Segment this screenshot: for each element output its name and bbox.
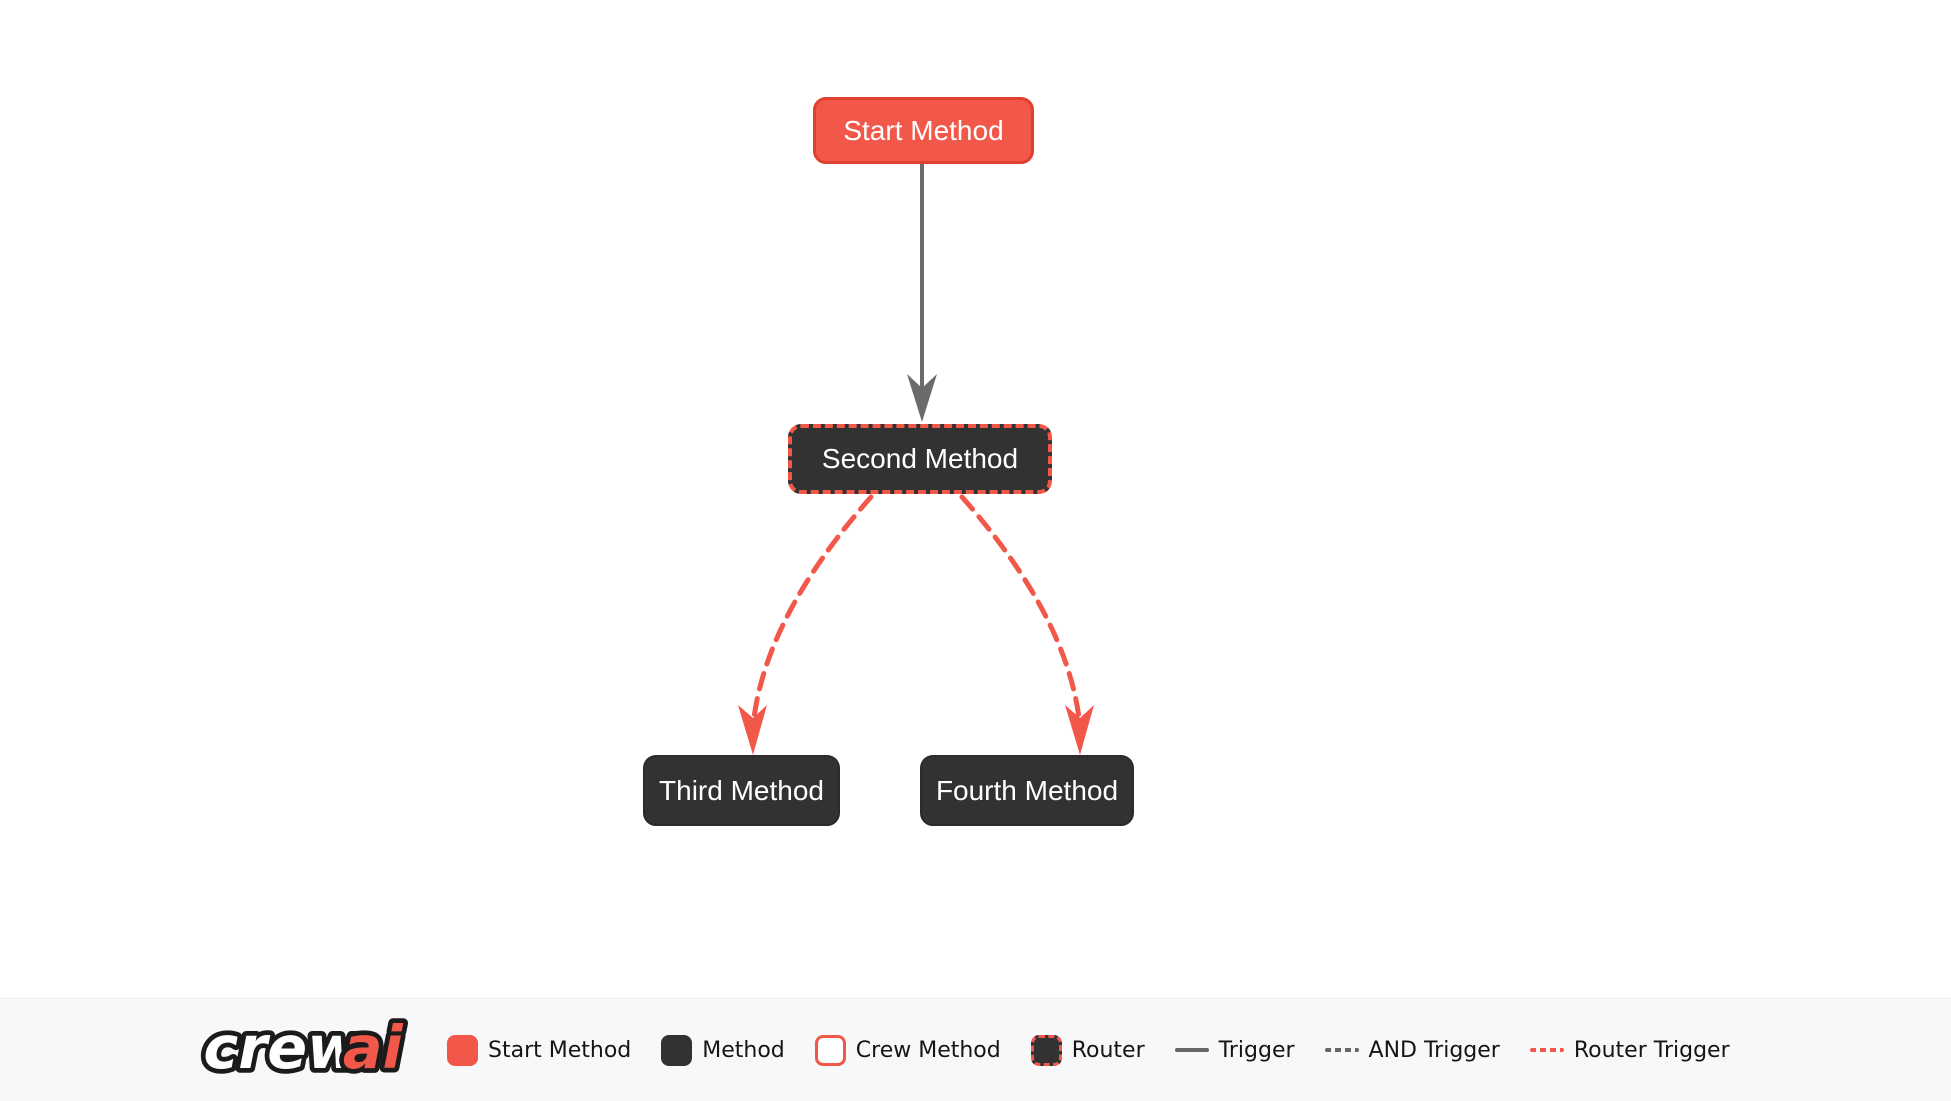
method-swatch-icon [661, 1034, 693, 1066]
start-method-swatch-icon [447, 1034, 478, 1066]
crewai-logo-ai-text: ai [343, 1013, 404, 1082]
legend-item-router-trigger: Router Trigger [1529, 1037, 1730, 1063]
legend-label-trigger: Trigger [1218, 1037, 1295, 1063]
edge-router-trigger-second-to-fourth [959, 494, 1094, 755]
legend-item-and-trigger: AND Trigger [1324, 1037, 1500, 1063]
legend-label-router: Router [1071, 1037, 1145, 1063]
legend-bar: crew ai Start Method Method Crew Method … [0, 998, 1951, 1101]
router-swatch-icon [1030, 1034, 1062, 1066]
legend-item-router: Router [1030, 1034, 1145, 1066]
crew-method-swatch-icon [814, 1034, 846, 1066]
node-third-method[interactable]: Third Method [643, 755, 840, 826]
trigger-line-icon [1174, 1048, 1209, 1052]
legend-item-method: Method [661, 1034, 785, 1066]
node-start-method[interactable]: Start Method [813, 97, 1034, 164]
flow-canvas[interactable]: Start Method Second Method Third Method … [0, 0, 1951, 998]
edge-router-trigger-second-to-third [738, 494, 874, 755]
legend-item-trigger: Trigger [1174, 1037, 1295, 1063]
legend-label-router-trigger: Router Trigger [1573, 1037, 1730, 1063]
legend-label-start-method: Start Method [488, 1037, 632, 1063]
legend-item-crew-method: Crew Method [814, 1034, 1001, 1066]
legend-item-start-method: Start Method [447, 1034, 632, 1066]
node-fourth-method[interactable]: Fourth Method [920, 755, 1134, 826]
edge-trigger-start-to-second [907, 164, 937, 422]
router-trigger-line-icon [1529, 1048, 1564, 1052]
legend-label-method: Method [702, 1037, 785, 1063]
node-second-method[interactable]: Second Method [788, 424, 1052, 494]
crewai-logo: crew ai [199, 1013, 409, 1087]
legend-label-and-trigger: AND Trigger [1368, 1037, 1500, 1063]
and-trigger-line-icon [1324, 1048, 1359, 1052]
crewai-logo-crew-text: crew [203, 1013, 362, 1082]
legend-label-crew-method: Crew Method [855, 1037, 1001, 1063]
